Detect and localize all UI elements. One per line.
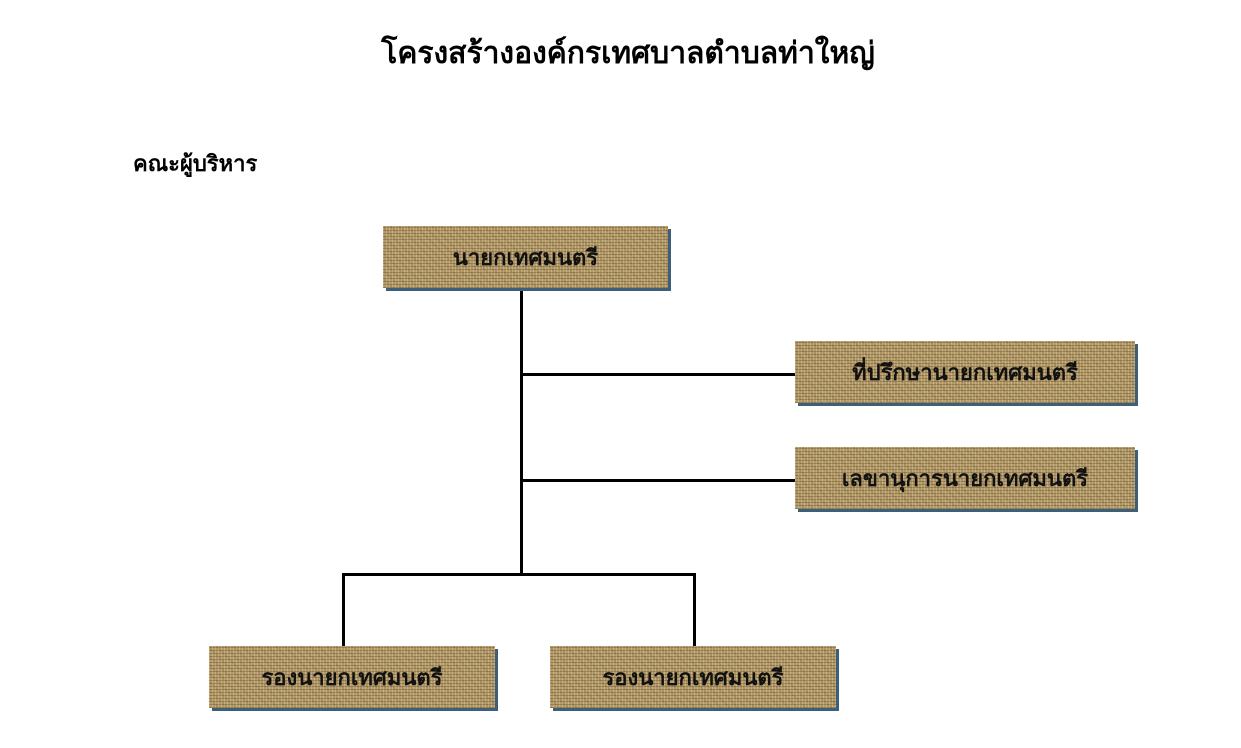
page-title: โครงสร้างองค์กรเทศบาลตำบลท่าใหญ่ (381, 36, 875, 71)
connector-deputies-horizontal (342, 573, 696, 576)
node-deputy-2: รองนายกเทศมนตรี (550, 646, 836, 708)
connector-deputy2 (693, 573, 696, 646)
node-deputy-1: รองนายกเทศมนตรี (209, 646, 495, 708)
connector-deputy1 (342, 573, 345, 646)
section-heading: คณะผู้บริหาร (133, 152, 258, 177)
node-secretary: เลขานุการนายกเทศมนตรี (795, 447, 1135, 509)
connector-main-vertical (520, 289, 523, 576)
connector-secretary (520, 479, 795, 482)
node-mayor: นายกเทศมนตรี (383, 226, 668, 288)
connector-advisor (520, 373, 795, 376)
node-advisor: ที่ปรึกษานายกเทศมนตรี (795, 341, 1135, 403)
